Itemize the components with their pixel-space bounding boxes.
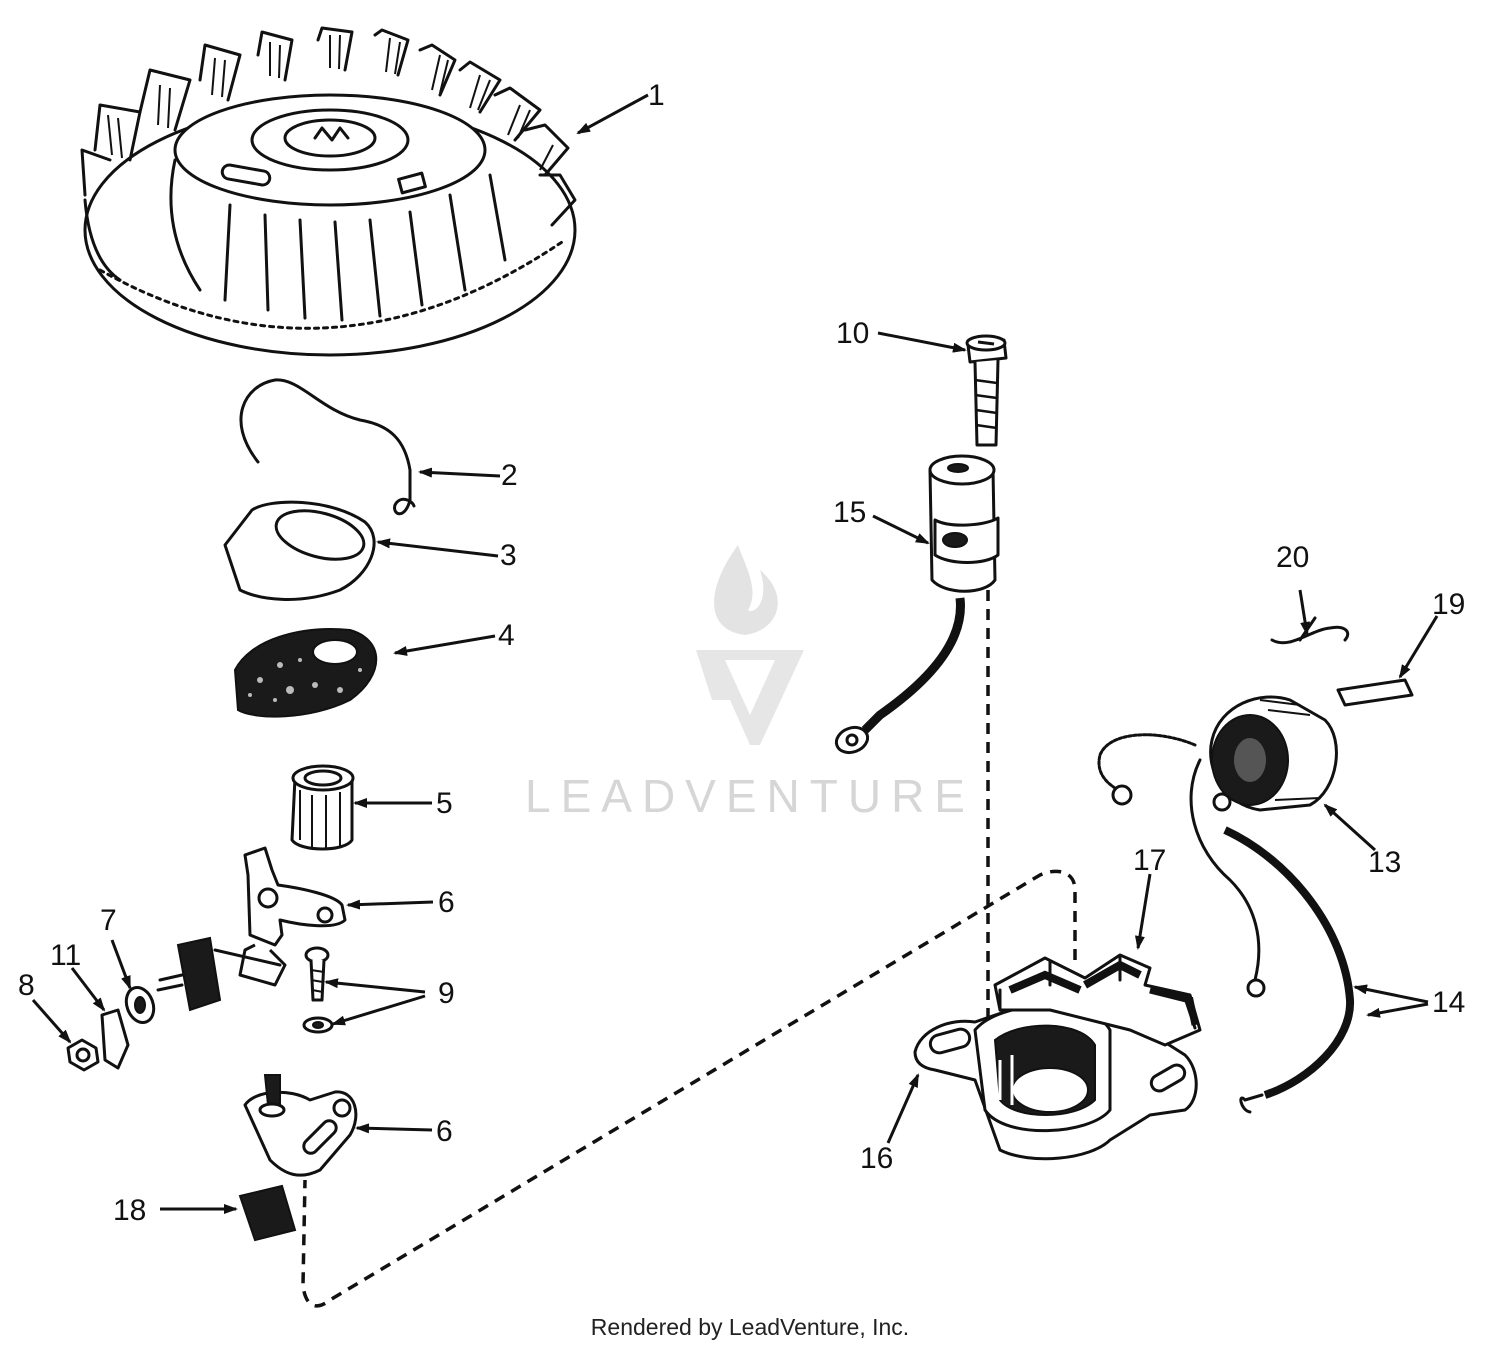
- callout-labels: 1 2 3 4 5 6 6 7 8 9 10 11 13 14 15 16 17…: [18, 79, 1465, 1227]
- assembly-guide-lines: [301, 590, 1077, 1308]
- magneto-base: [913, 1004, 1198, 1161]
- watermark: LEADVENTURE: [525, 545, 975, 822]
- watermark-logo-icon: [696, 545, 804, 745]
- felt-wick: [233, 628, 378, 718]
- watermark-text: LEADVENTURE: [525, 770, 975, 822]
- callout-10: 10: [836, 317, 869, 350]
- callout-11: 11: [50, 939, 81, 972]
- condenser: [834, 454, 1000, 755]
- callout-1: 1: [648, 79, 665, 112]
- callout-9: 9: [438, 977, 455, 1010]
- terminal: [100, 1008, 130, 1070]
- dust-cover: [223, 500, 376, 601]
- insulator: [124, 986, 156, 1024]
- callout-14: 14: [1432, 986, 1465, 1019]
- callout-4: 4: [498, 619, 515, 652]
- callout-16: 16: [860, 1142, 893, 1175]
- callout-7: 7: [100, 904, 117, 937]
- callout-13: 13: [1368, 846, 1401, 879]
- leader-arrows: [31, 93, 1439, 1214]
- callout-8: 8: [18, 969, 35, 1002]
- screw-and-washer: [302, 946, 334, 1034]
- spring-clip: [1270, 616, 1350, 645]
- callout-2: 2: [501, 459, 518, 492]
- callout-18: 18: [113, 1194, 146, 1227]
- callout-15: 15: [833, 496, 866, 529]
- armature-core: [993, 953, 1202, 1047]
- coil-wedge: [1336, 678, 1414, 707]
- cam-wiper: [238, 1184, 297, 1242]
- coil-leads: [1223, 826, 1355, 1114]
- callout-3: 3: [500, 539, 517, 572]
- coil: [1097, 695, 1338, 998]
- callout-6-breaker-arm: 6: [438, 886, 455, 919]
- footer-credit: Rendered by LeadVenture, Inc.: [591, 1314, 909, 1340]
- callout-20: 20: [1276, 541, 1309, 574]
- wire-clip: [239, 378, 416, 516]
- callout-19: 19: [1432, 588, 1465, 621]
- nut: [66, 1038, 100, 1072]
- condenser-screw: [965, 334, 1008, 447]
- breaker-arm: [156, 846, 347, 1012]
- flywheel: [80, 26, 577, 357]
- callout-17: 17: [1133, 844, 1166, 877]
- plunger-bushing: [290, 764, 355, 851]
- callout-5: 5: [436, 787, 453, 820]
- breaker-point-bracket: [243, 1074, 358, 1177]
- callout-6-bracket: 6: [436, 1115, 453, 1148]
